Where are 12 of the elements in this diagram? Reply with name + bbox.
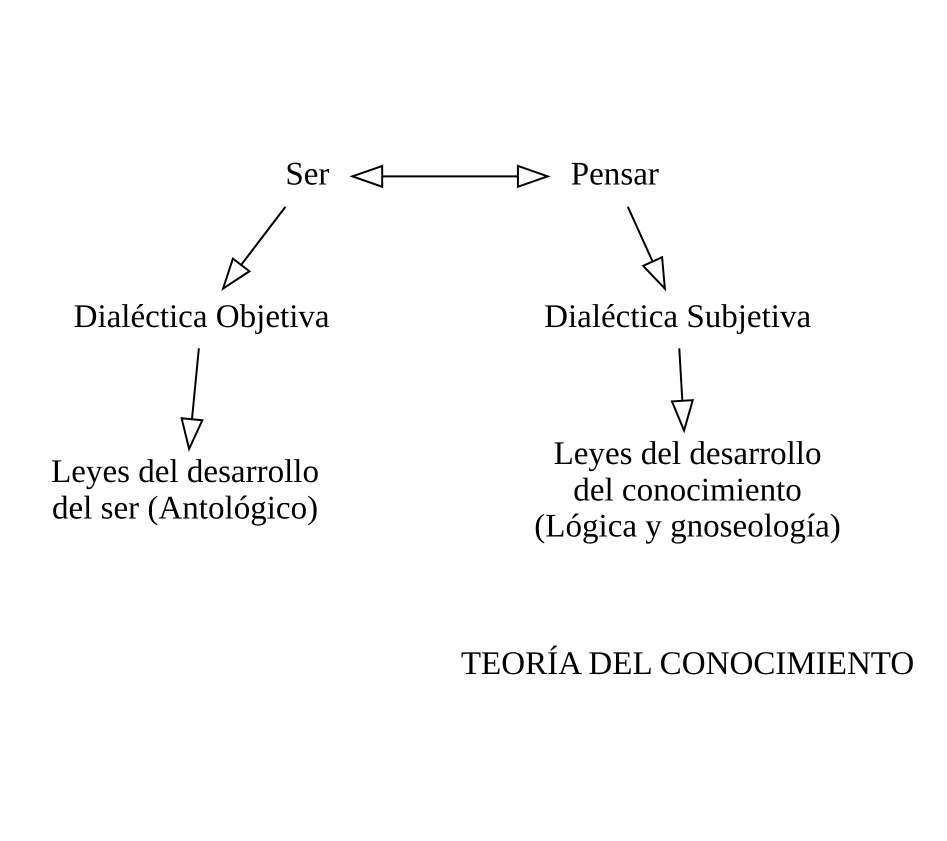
node-text: Leyes del desarrollo del conocimiento (Lógica y gnoseología) [534, 435, 841, 544]
arrow [180, 348, 204, 452]
node-text: Dialéctica Objetiva [74, 298, 330, 334]
node-text: Pensar [570, 156, 659, 192]
arrow [221, 206, 286, 290]
node-text: Leyes del desarrollo del ser (Antológico) [51, 454, 320, 526]
node-text: Ser [285, 156, 330, 192]
arrow [670, 348, 694, 433]
arrow [349, 164, 551, 188]
label: TEORÍA DEL CONOCIMIENTO [460, 645, 914, 682]
arrow [626, 206, 666, 291]
node-text: Dialéctica Subjetiva [544, 298, 812, 334]
